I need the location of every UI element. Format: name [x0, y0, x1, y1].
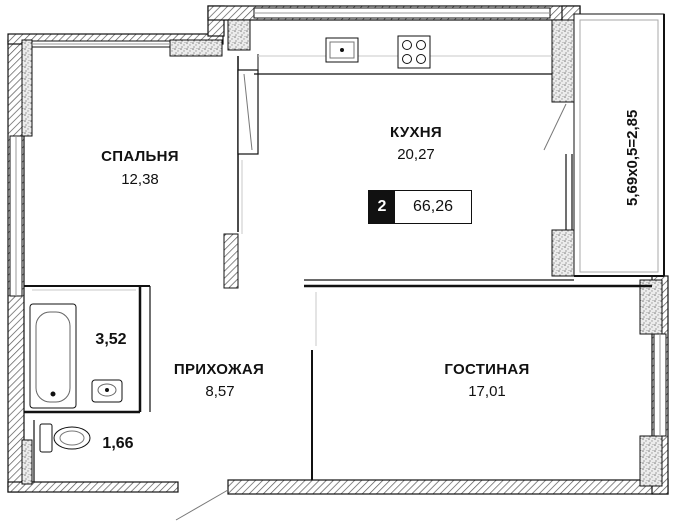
kitchen-area: 20,27	[397, 146, 435, 163]
balcony-dimension: 5,69х0,5=2,85	[624, 109, 641, 206]
windows	[9, 7, 667, 437]
kitchen-sink	[325, 37, 359, 63]
living-name: ГОСТИНАЯ	[444, 361, 530, 378]
balcony	[573, 13, 665, 277]
hallway-area: 8,57	[205, 383, 235, 400]
total-area: 66,26	[412, 198, 454, 215]
living-area: 17,01	[468, 383, 506, 400]
bathroom-area: 3,52	[95, 331, 127, 348]
toilet-area: 1,66	[102, 435, 134, 452]
hallway-name: ПРИХОЖАЯ	[173, 361, 265, 378]
washbasin	[91, 379, 123, 403]
guide-lines	[32, 55, 552, 346]
columns	[21, 19, 663, 487]
rooms-count: 2	[369, 191, 395, 223]
bedroom-name: СПАЛЬНЯ	[101, 148, 179, 165]
bathtub	[29, 303, 77, 409]
kitchen-stove	[397, 35, 431, 69]
interior-walls	[24, 54, 652, 521]
apartment-summary-badge: 2 66,26	[368, 190, 472, 224]
bedroom-area: 12,38	[121, 171, 159, 188]
kitchen-name: КУХНЯ	[390, 124, 442, 141]
toilet-bowl	[39, 423, 91, 453]
